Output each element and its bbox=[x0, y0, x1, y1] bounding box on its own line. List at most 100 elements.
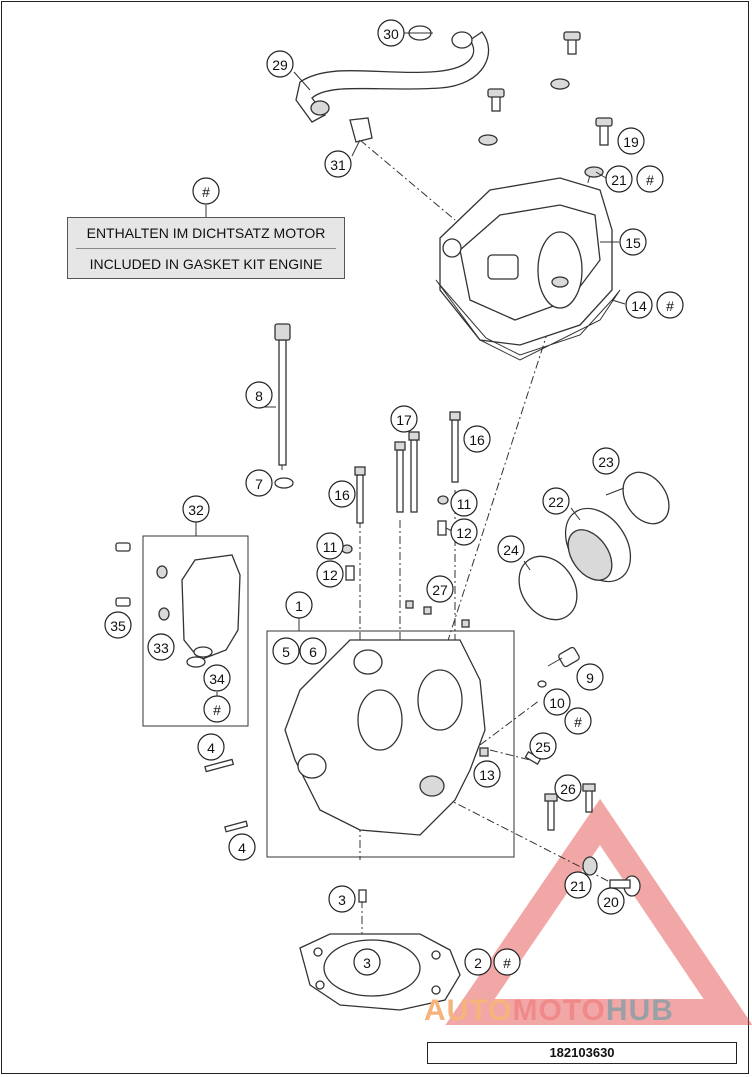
callout-c27: 27 bbox=[426, 575, 454, 603]
callout-circle bbox=[617, 127, 645, 155]
callout-c21a: 21 bbox=[605, 165, 633, 193]
callout-c21a-hash: # bbox=[636, 165, 664, 193]
gasket-kit-note: ENTHALTEN IM DICHTSATZ MOTOR INCLUDED IN… bbox=[67, 217, 345, 279]
callout-label: 16 bbox=[469, 432, 485, 448]
callout-circle bbox=[625, 291, 653, 319]
watermark-hub: HUB bbox=[605, 994, 674, 1027]
callout-label: 5 bbox=[282, 644, 290, 660]
callout-circle bbox=[353, 948, 381, 976]
callout-circle bbox=[464, 948, 492, 976]
callout-circle bbox=[497, 535, 525, 563]
callout-circle bbox=[182, 495, 210, 523]
plug-20 bbox=[609, 875, 641, 897]
callout-label: 32 bbox=[188, 502, 204, 518]
callout-c20: 20 bbox=[597, 887, 625, 915]
callout-label: 21 bbox=[611, 172, 627, 188]
callout-label: 35 bbox=[110, 618, 126, 634]
callout-label: # bbox=[574, 714, 582, 730]
callout-circle bbox=[316, 560, 344, 588]
callout-label: # bbox=[213, 702, 221, 718]
callout-circle bbox=[463, 425, 491, 453]
callout-label: # bbox=[646, 172, 654, 188]
callout-c14-hash: # bbox=[656, 291, 684, 319]
callout-circle bbox=[636, 165, 664, 193]
callout-c16b: 16 bbox=[328, 480, 356, 508]
callout-c11a: 11 bbox=[450, 489, 478, 517]
callout-label: 4 bbox=[207, 740, 215, 756]
seal-21 bbox=[582, 856, 598, 876]
callout-circle bbox=[316, 532, 344, 560]
valve-cover bbox=[439, 177, 613, 346]
callout-c10-hash: # bbox=[564, 707, 592, 735]
callout-circle bbox=[542, 487, 570, 515]
callout-circle bbox=[299, 637, 327, 665]
callout-label: 34 bbox=[209, 671, 225, 687]
washer-7 bbox=[274, 477, 294, 489]
callout-label: 1 bbox=[295, 598, 303, 614]
cover-32-group bbox=[115, 535, 249, 727]
intake-clamp-24 bbox=[518, 555, 578, 621]
callout-label: # bbox=[666, 298, 674, 314]
callout-c11b: 11 bbox=[316, 532, 344, 560]
callout-circle bbox=[203, 664, 231, 692]
callout-c1: 1 bbox=[285, 591, 313, 619]
callout-circle bbox=[597, 887, 625, 915]
callout-c31: 31 bbox=[324, 150, 352, 178]
long-bolt-8 bbox=[274, 323, 291, 466]
callout-circle bbox=[592, 447, 620, 475]
callout-c30: 30 bbox=[377, 19, 405, 47]
callout-label: 4 bbox=[238, 840, 246, 856]
callout-circle bbox=[473, 760, 501, 788]
callout-c6: 6 bbox=[299, 637, 327, 665]
cylinder-head-studs bbox=[354, 411, 461, 524]
cylinder-head-1 bbox=[266, 630, 515, 858]
callout-c4a: 4 bbox=[197, 733, 225, 761]
watermark-auto: AUTO bbox=[424, 994, 513, 1027]
callout-circle bbox=[203, 695, 231, 723]
callout-label: 23 bbox=[598, 454, 614, 470]
callout-c4b: 4 bbox=[228, 833, 256, 861]
callout-c29: 29 bbox=[266, 50, 294, 78]
callout-circle bbox=[324, 150, 352, 178]
callout-circle bbox=[493, 948, 521, 976]
callout-circle bbox=[564, 707, 592, 735]
callout-circle bbox=[605, 165, 633, 193]
callout-c34-hash: # bbox=[203, 695, 231, 723]
callout-circle bbox=[245, 381, 273, 409]
callout-label: 12 bbox=[322, 567, 338, 583]
intake-clamp-23 bbox=[622, 471, 670, 525]
callout-c34: 34 bbox=[203, 664, 231, 692]
callout-label: 25 bbox=[535, 739, 551, 755]
callout-c22: 22 bbox=[542, 487, 570, 515]
callout-label: 19 bbox=[623, 134, 639, 150]
callout-label: 22 bbox=[548, 494, 564, 510]
callout-circle bbox=[564, 871, 592, 899]
callout-label: 33 bbox=[153, 640, 169, 656]
callout-label: 13 bbox=[479, 767, 495, 783]
sensor-9 bbox=[537, 646, 580, 688]
callout-circle bbox=[147, 633, 175, 661]
callout-c14: 14 bbox=[625, 291, 653, 319]
callout-label: 16 bbox=[334, 487, 350, 503]
callout-label: 3 bbox=[363, 955, 371, 971]
callout-c25: 25 bbox=[529, 732, 557, 760]
callout-c26: 26 bbox=[554, 774, 582, 802]
callout-circle bbox=[285, 591, 313, 619]
callout-c23: 23 bbox=[592, 447, 620, 475]
callout-circle bbox=[245, 469, 273, 497]
breather-hose bbox=[295, 31, 490, 123]
watermark-triangle bbox=[445, 798, 752, 1025]
callout-label: 17 bbox=[396, 412, 412, 428]
callout-label: 15 bbox=[625, 235, 641, 251]
callout-label: 24 bbox=[503, 542, 519, 558]
callout-c12a: 12 bbox=[450, 518, 478, 546]
callout-c32: 32 bbox=[182, 495, 210, 523]
callout-label: 2 bbox=[474, 955, 482, 971]
callout-label: 12 bbox=[456, 525, 472, 541]
callout-c35: 35 bbox=[104, 611, 132, 639]
callout-circle bbox=[450, 489, 478, 517]
callout-label: 21 bbox=[570, 878, 586, 894]
callout-label: 11 bbox=[323, 539, 338, 555]
callout-circle bbox=[272, 637, 300, 665]
